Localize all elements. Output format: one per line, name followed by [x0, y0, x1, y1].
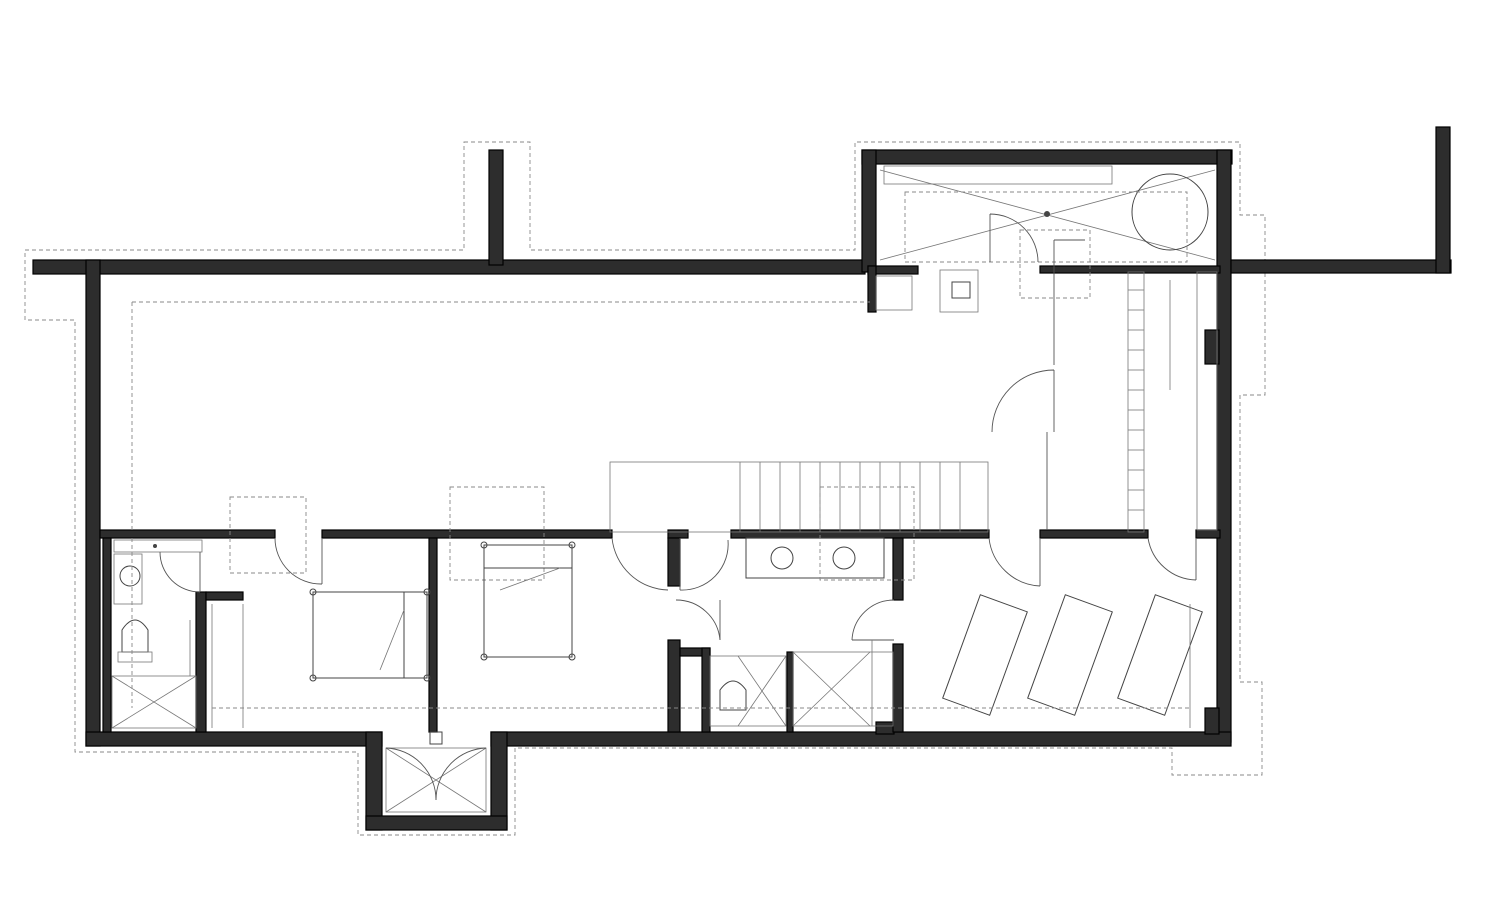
- central-bathroom: [611, 486, 915, 727]
- partitions: [99, 265, 1221, 733]
- bedroom-2: [449, 486, 576, 661]
- bedroom-1: [211, 496, 431, 728]
- vestibule: [385, 731, 487, 813]
- main-room-door: [991, 369, 1055, 530]
- mechanical-room: [875, 165, 1216, 365]
- ladder: [1127, 271, 1218, 533]
- stair: [609, 461, 989, 533]
- left-bathroom: [111, 539, 203, 729]
- walls: [32, 126, 1452, 831]
- footprint-outline: [24, 141, 1266, 836]
- right-room: [942, 537, 1203, 728]
- main-room-dashed: [131, 301, 870, 530]
- interior-dashed-line: [131, 538, 1190, 709]
